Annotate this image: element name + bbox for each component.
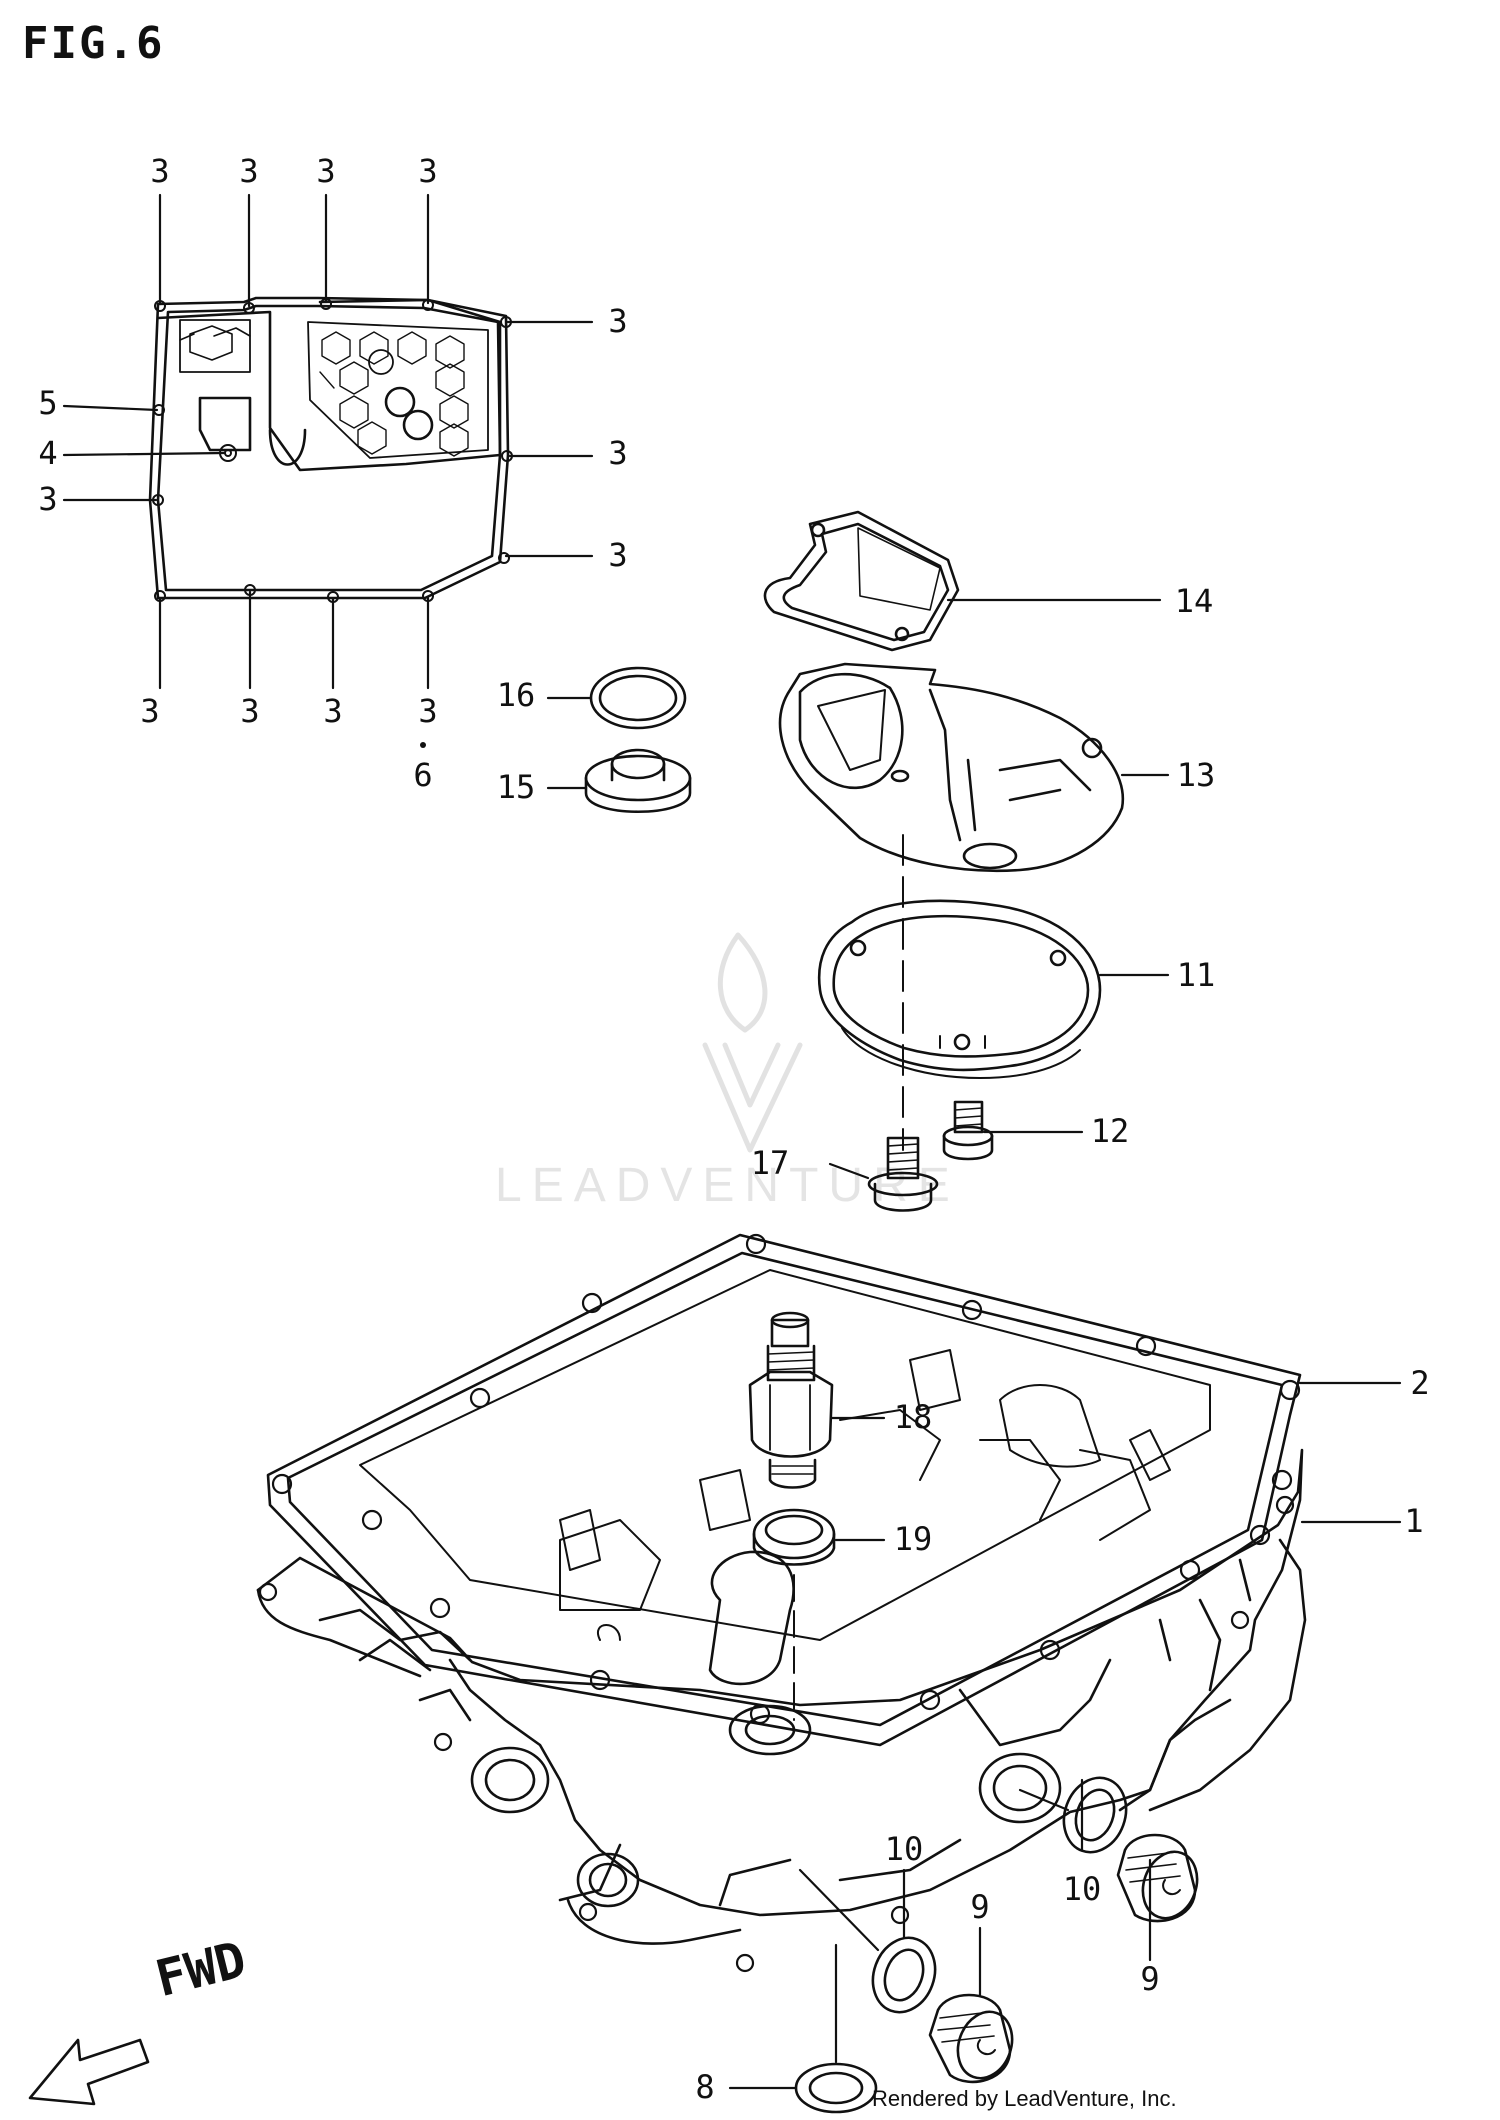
callout-label-12: 12 [1091,1112,1130,1150]
callout-label-3: 3 [608,536,627,574]
pan-gasket-bolt-holes [271,1233,1301,1725]
callout-label-19: 19 [894,1520,933,1558]
oil-pan-bolt-bosses [258,1495,1295,1973]
callout-label-11: 11 [1177,956,1216,994]
callout-label-9: 9 [970,1888,989,1926]
watermark-logo [702,932,803,1153]
cover-gasket-item-14 [763,510,960,652]
callout-label-8: 8 [695,2068,714,2106]
callout-label-5: 5 [38,384,57,422]
callout-label-4: 4 [38,434,57,472]
cover-item-13 [778,662,1125,873]
callout-label-3: 3 [240,692,259,730]
render-credit: Rendered by LeadVenture, Inc. [872,2086,1177,2111]
callout-label-3: 3 [323,692,342,730]
callout-label-10: 10 [1063,1870,1102,1908]
washer-item-8 [794,2062,878,2114]
forward-arrow-icon [28,2038,150,2106]
callout-label-15: 15 [497,768,536,806]
bolt-item-17 [867,1136,939,1212]
washer-item-19 [752,1508,836,1566]
strainer-gasket-item-3 [148,296,510,600]
callout-separator-dot [420,742,426,748]
callout-label-18: 18 [894,1398,933,1436]
callout-label-3: 3 [140,692,159,730]
washer-item-10-left [871,1936,937,2014]
callout-label-3: 3 [608,434,627,472]
leader-line-10-left-pan [798,1868,880,1952]
leader-line-10-right-pan [1018,1788,1070,1812]
callout-label-16: 16 [497,676,536,714]
oil-pan-item-1 [256,1349,1307,1945]
callout-label-3: 3 [38,480,57,518]
callout-label-3: 3 [239,152,258,190]
gasket-item-11 [817,899,1102,1079]
callout-label-3: 3 [418,152,437,190]
gasket-bolt-holes [152,298,513,603]
callout-label-6: 6 [413,756,432,794]
figure-title: FIG.6 [22,18,165,69]
callout-label-3: 3 [418,692,437,730]
callout-label-13: 13 [1177,756,1216,794]
callout-label-2: 2 [1410,1364,1429,1402]
callout-label-1: 1 [1404,1502,1423,1540]
drain-plug-item-9-left [928,1993,1014,2084]
callout-label-3: 3 [150,152,169,190]
callout-label-14: 14 [1175,582,1214,620]
callout-label-3: 3 [316,152,335,190]
drain-plug-item-9-right [1116,1833,1199,1923]
leader-lines [62,193,1402,2090]
o-ring-item-16 [589,666,687,730]
callout-label-3: 3 [608,302,627,340]
callout-label-10: 10 [885,1830,924,1868]
callout-label-9: 9 [1140,1960,1159,1998]
oil-strainer-screen [156,298,502,472]
callout-label-17: 17 [751,1144,790,1182]
rubber-plug-item-15 [584,748,692,813]
pan-gasket-item-2 [266,1233,1302,1747]
sensor-switch-item-18 [748,1311,834,1489]
bolt-item-12 [942,1100,994,1161]
